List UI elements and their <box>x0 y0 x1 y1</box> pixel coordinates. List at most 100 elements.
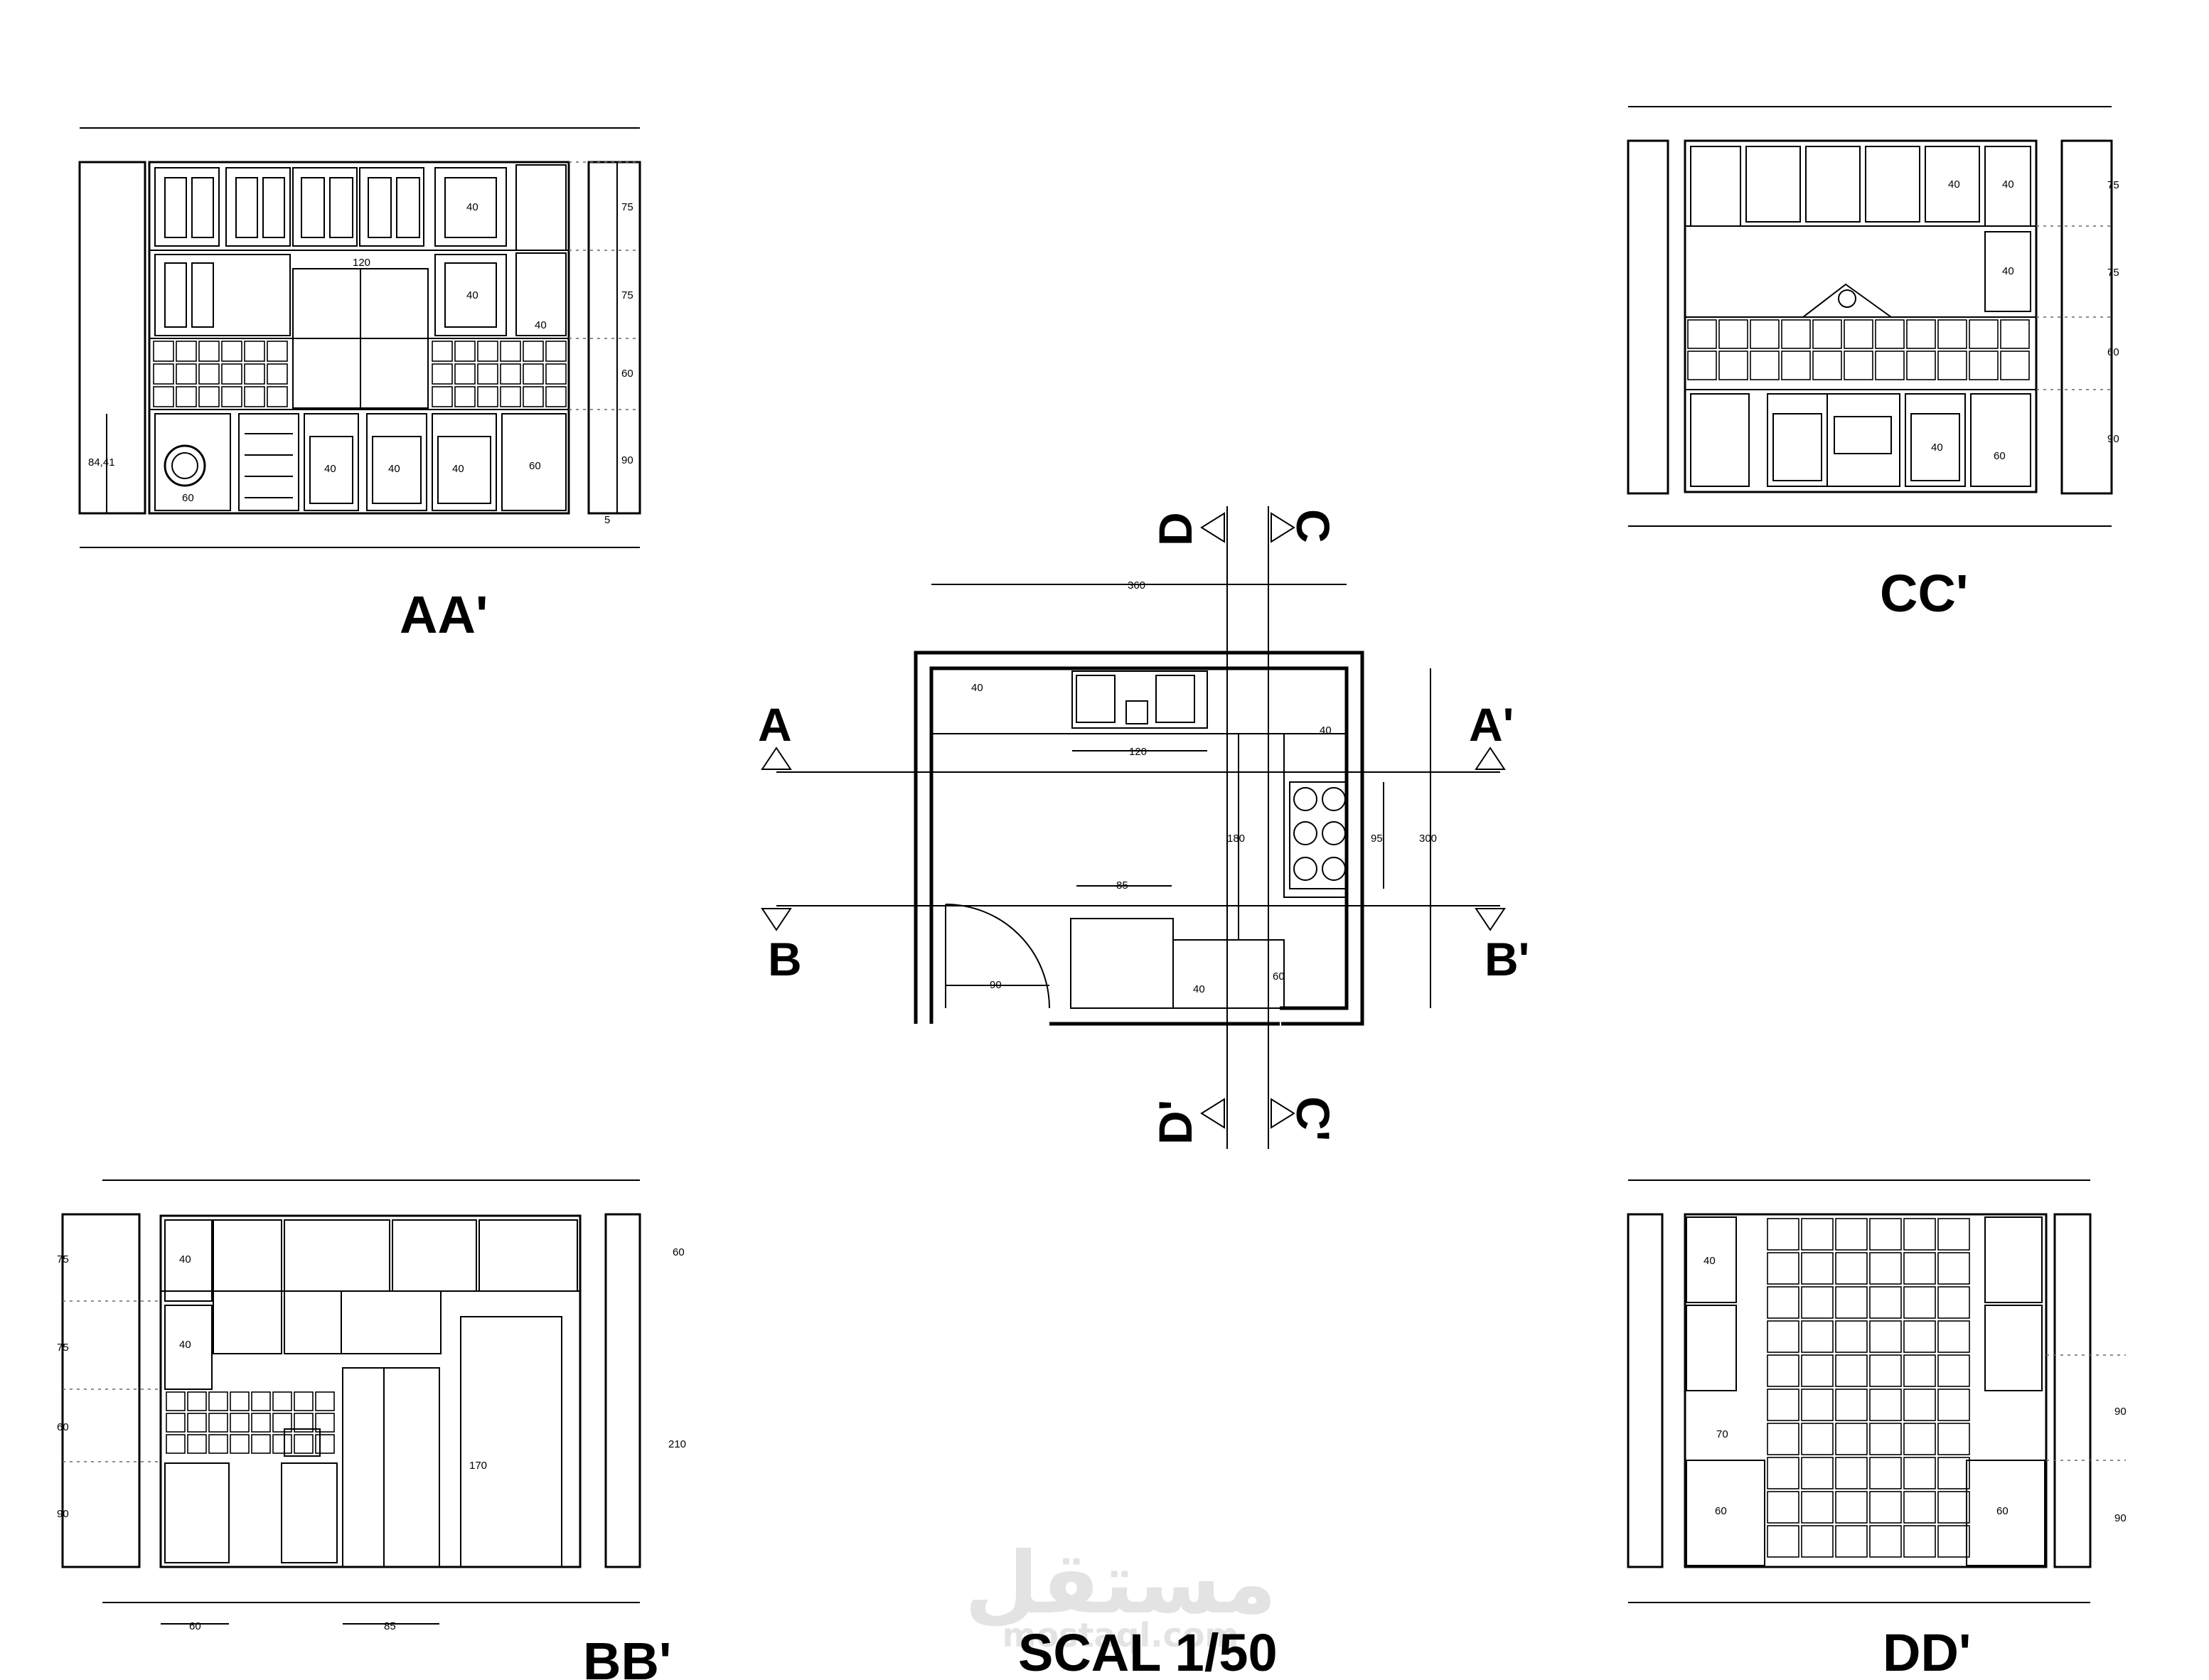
wall-tile <box>1937 1252 1970 1285</box>
section-label-c: C <box>1287 509 1339 543</box>
aa-dim-120: 120 <box>353 257 370 269</box>
wall-tile <box>187 1434 207 1454</box>
wall-tile <box>545 341 567 362</box>
bb-dim-40-a: 40 <box>179 1253 191 1266</box>
section-a2-marker-icon <box>1475 747 1506 770</box>
wall-tile <box>294 1434 314 1454</box>
wall-tile <box>545 386 567 407</box>
wall-tile <box>230 1434 250 1454</box>
wall-tile <box>198 341 220 362</box>
dd-dim-90-a: 90 <box>2114 1406 2127 1418</box>
wall-tile <box>1903 1423 1936 1455</box>
section-label-d: D <box>1149 512 1202 546</box>
plan-dim-300: 300 <box>1419 833 1437 845</box>
wall-tile <box>1903 1320 1936 1353</box>
wall-tile <box>1801 1320 1834 1353</box>
wall-tile <box>523 386 544 407</box>
wall-tile <box>1812 351 1842 380</box>
wall-tile <box>1781 351 1811 380</box>
wall-tile <box>230 1413 250 1433</box>
wall-tile <box>1869 1389 1902 1421</box>
wall-tile <box>1835 1354 1868 1387</box>
wall-tile <box>176 341 197 362</box>
wall-tile <box>2000 351 2030 380</box>
aa-dim-40-a: 40 <box>466 201 478 213</box>
wall-tile <box>1844 319 1873 349</box>
wall-tile <box>1937 1286 1970 1319</box>
wall-tile <box>251 1391 271 1411</box>
wall-tile <box>1844 351 1873 380</box>
wall-tile <box>244 386 265 407</box>
wall-tile <box>454 363 476 385</box>
wall-tile <box>1835 1320 1868 1353</box>
section-label-b2: B' <box>1485 933 1529 985</box>
wall-tile <box>1835 1423 1868 1455</box>
wall-tile <box>1801 1491 1834 1524</box>
wall-tile <box>1903 1389 1936 1421</box>
wall-tile <box>315 1391 335 1411</box>
wall-tile <box>1801 1354 1834 1387</box>
wall-tile <box>1869 1320 1902 1353</box>
wall-tile <box>1906 319 1936 349</box>
wall-tile <box>1718 351 1748 380</box>
wall-tile <box>1801 1218 1834 1251</box>
cc-dim-40-d: 40 <box>1931 442 1943 454</box>
plan-dim-120: 120 <box>1129 746 1147 758</box>
wall-tile <box>221 341 242 362</box>
wall-tile <box>1750 319 1780 349</box>
wall-tile <box>545 363 567 385</box>
plan-dim-60: 60 <box>1273 970 1285 983</box>
wall-tile <box>244 341 265 362</box>
wall-tile <box>1937 1389 1970 1421</box>
wall-tile <box>1937 1320 1970 1353</box>
wall-tile <box>1767 1218 1799 1251</box>
bb-dim-170: 170 <box>469 1460 487 1472</box>
aa-dim-40-f: 40 <box>452 463 464 475</box>
wall-tile <box>1869 1252 1902 1285</box>
wall-tile <box>477 363 498 385</box>
title-dd: DD' <box>1883 1623 1971 1680</box>
cc-dim-40-c: 40 <box>2002 265 2014 277</box>
wall-tile <box>432 386 453 407</box>
section-label-b: B <box>768 933 802 985</box>
wall-tile <box>1835 1389 1868 1421</box>
wall-tile <box>1903 1491 1936 1524</box>
wall-tile <box>1767 1491 1799 1524</box>
wall-tile <box>1869 1491 1902 1524</box>
wall-tile <box>187 1413 207 1433</box>
wall-tile <box>1875 351 1905 380</box>
wall-tile <box>272 1391 292 1411</box>
wall-tile <box>1767 1354 1799 1387</box>
wall-tile <box>251 1413 271 1433</box>
watermark-logo: مستقل <box>965 1534 1277 1633</box>
wall-tile <box>1767 1457 1799 1489</box>
scale-label: SCAL 1/50 <box>1018 1623 1278 1680</box>
section-label-c2: C' <box>1287 1096 1339 1141</box>
wall-tile <box>1903 1252 1936 1285</box>
plan-dim-40-bottom: 40 <box>1193 983 1205 995</box>
wall-tile <box>1767 1525 1799 1558</box>
section-b-marker-icon <box>761 908 792 931</box>
dd-dim-40: 40 <box>1703 1255 1716 1267</box>
plan-dim-40-right: 40 <box>1320 724 1332 737</box>
wall-tile <box>523 341 544 362</box>
cc-dim-75-a: 75 <box>2107 179 2119 191</box>
aa-dim-side: 84,41 <box>88 456 115 469</box>
cc-dim-40-a: 40 <box>1948 178 1960 191</box>
plan-dim-95: 95 <box>1371 833 1383 845</box>
wall-tile <box>208 1434 228 1454</box>
wall-tile <box>294 1413 314 1433</box>
wall-tile <box>1937 1423 1970 1455</box>
wall-tile <box>267 363 288 385</box>
wall-tile <box>432 341 453 362</box>
wall-tile <box>1903 1354 1936 1387</box>
watermark-url: mostaql.com <box>1002 1616 1239 1654</box>
wall-tile <box>244 363 265 385</box>
aa-dim-60: 60 <box>621 368 633 380</box>
wall-tile <box>251 1434 271 1454</box>
aa-dim-40-b: 40 <box>466 289 478 301</box>
wall-tile <box>176 386 197 407</box>
wall-tile <box>1687 319 1717 349</box>
wall-tile <box>272 1413 292 1433</box>
